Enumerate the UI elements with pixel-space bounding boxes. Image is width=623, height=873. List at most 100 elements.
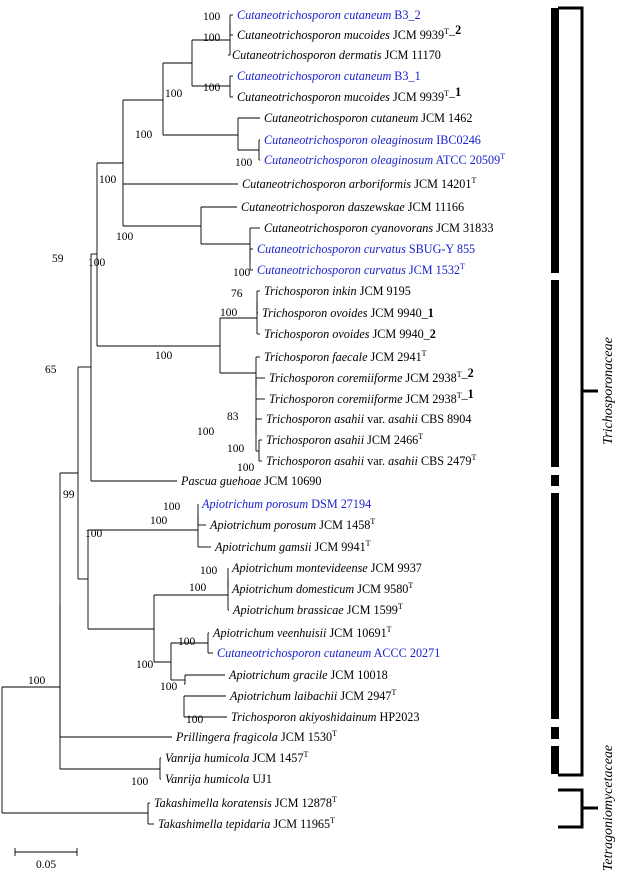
taxon-label: Cutaneotrichosporon curvatus SBUG-Y 855 (257, 242, 475, 256)
taxon-label-part: JCM 1599 (344, 603, 398, 617)
taxon-label-part: Cutaneotrichosporon cutaneum (237, 69, 391, 83)
taxon-label-part: Apiotrichum gracile (228, 668, 328, 682)
bootstrap-value: 100 (235, 157, 253, 169)
taxon-label-part: Apiotrichum brassicae (232, 603, 344, 617)
taxon-label: Cutaneotrichosporon mucoides JCM 9939T_2 (237, 23, 461, 42)
taxon-label-part: Trichosporon asahii (266, 433, 365, 447)
taxon-label: Cutaneotrichosporon cyanovorans JCM 3183… (264, 221, 493, 235)
taxon-label-part: T (457, 370, 462, 379)
taxon-label-part: JCM 10691 (326, 626, 386, 640)
taxon-label-part: Cutaneotrichosporon dermatis (232, 48, 382, 62)
taxon-label-part: HP2023 (376, 710, 419, 724)
bootstrap-value: 100 (203, 11, 221, 23)
taxon-label-part: Apiotrichum domesticum (231, 582, 354, 596)
tree-branches (1, 14, 265, 825)
taxon-label-part: JCM 10690 (261, 474, 321, 488)
taxon-label: Trichosporon ovoides JCM 9940_2 (264, 327, 436, 341)
bootstrap-value: 76 (231, 288, 243, 300)
tetragoniomycetaceae-bracket (558, 788, 598, 829)
taxon-label-part: T (332, 795, 337, 804)
bootstrap-value: 100 (165, 88, 183, 100)
taxon-label-part: Apiotrichum veenhuisii (212, 626, 327, 640)
taxon-label-part: Cutaneotrichosporon cutaneum (264, 111, 418, 125)
taxon-label-part: JCM 31833 (433, 221, 493, 235)
taxon-label-part: JCM 9941 (311, 540, 365, 554)
taxon-label-part: _ (448, 85, 456, 99)
bootstrap-value: 100 (136, 659, 154, 671)
taxon-label-part: _ (461, 387, 469, 401)
trichosporonaceae-bracket (558, 6, 598, 777)
taxon-label-part: Apiotrichum laibachii (229, 689, 338, 703)
taxon-label-part: T (370, 517, 375, 526)
bootstrap-value: 100 (160, 681, 178, 693)
taxon-label: Trichosporon ovoides JCM 9940_1 (262, 306, 434, 320)
taxon-label-part: JCM 9195 (357, 284, 411, 298)
taxon-label: Cutaneotrichosporon arboriformis JCM 142… (242, 176, 476, 191)
taxon-label-part: JCM 9939 (390, 90, 444, 104)
taxon-label-part: IBC0246 (433, 133, 481, 147)
taxon-label: Pascua guehoae JCM 10690 (180, 474, 322, 488)
taxon-label: Takashimella koratensis JCM 12878T (154, 795, 337, 810)
taxon-label-part: DSM 27194 (308, 497, 371, 511)
taxon-label-part: JCM 11170 (382, 48, 441, 62)
taxon-label: Apiotrichum brassicae JCM 1599T (232, 602, 403, 617)
taxon-label-part: JCM 2938 (403, 392, 457, 406)
bootstrap-value: 100 (227, 443, 245, 455)
bootstrap-value: 83 (227, 411, 239, 423)
taxon-label-part: 1 (428, 306, 434, 320)
bootstrap-value: 100 (116, 231, 134, 243)
clade-bars: Trichosporonaceae Tetragoniomycetaceae (551, 6, 616, 871)
taxon-label-part: JCM 14201 (411, 177, 471, 191)
taxon-label-part: Cutaneotrichosporon arboriformis (242, 177, 411, 191)
taxon-label: Trichosporon akiyoshidainum HP2023 (231, 710, 419, 724)
taxon-label: Takashimella tepidaria JCM 11965T (158, 816, 335, 831)
taxon-label-part: UJ1 (249, 772, 272, 786)
taxon-label: Cutaneotrichosporon cutaneum B3_2 (237, 8, 421, 22)
bar-prillingera (551, 727, 559, 739)
taxon-label: Trichosporon inkin JCM 9195 (264, 284, 411, 298)
taxon-label: Trichosporon asahii var. asahii CBS 2479… (266, 453, 476, 468)
taxon-label-part: Cutaneotrichosporon mucoides (237, 90, 390, 104)
taxon-label: Vanrija humicola UJ1 (165, 772, 272, 786)
taxon-label: Apiotrichum laibachii JCM 2947T (229, 688, 397, 703)
taxon-label-part: Cutaneotrichosporon oleaginosum (264, 133, 433, 147)
taxon-label-part: T (330, 816, 335, 825)
taxon-label-part: T (398, 602, 403, 611)
taxon-label-part: T (366, 539, 371, 548)
taxon-label-part: CBS 2479 (418, 454, 472, 468)
taxon-label-part: Trichosporon ovoides (264, 327, 370, 341)
taxon-label: Apiotrichum domesticum JCM 9580T (231, 581, 413, 596)
taxon-label-part: T (387, 625, 392, 634)
tetragoniomycetaceae-label: Tetragoniomycetaceae (601, 745, 616, 871)
taxon-label-part: asahii (388, 454, 418, 468)
taxon-label-part: T (332, 729, 337, 738)
taxon-label-part: ACCC 20271 (371, 646, 440, 660)
taxon-label: Apiotrichum gamsii JCM 9941T (214, 539, 371, 554)
taxon-label-part: Cutaneotrichosporon curvatus (257, 242, 406, 256)
taxon-label-part: Apiotrichum montevideense (231, 561, 368, 575)
taxon-label-part: JCM 11965 (270, 817, 330, 831)
taxon-label-part: var. (364, 454, 388, 468)
taxon-label-part: Trichosporon inkin (264, 284, 357, 298)
bar-apiotrichum (551, 493, 559, 719)
taxon-label-part: JCM 2941 (367, 350, 421, 364)
bootstrap-value: 100 (186, 714, 204, 726)
taxon-label: Trichosporon asahii var. asahii CBS 8904 (266, 412, 471, 426)
taxon-label: Cutaneotrichosporon mucoides JCM 9939T_1 (237, 85, 461, 104)
taxon-label-part: T (460, 262, 465, 271)
taxon-label-part: Cutaneotrichosporon cyanovorans (264, 221, 433, 235)
taxon-label-part: Vanrija humicola (165, 751, 249, 765)
bootstrap-value: 65 (45, 364, 57, 376)
taxon-label-part: Apiotrichum gamsii (214, 540, 312, 554)
taxon-label-part: ATCC 20509 (433, 153, 500, 167)
trichosporonaceae-label: Trichosporonaceae (601, 337, 616, 445)
bootstrap-value: 100 (131, 776, 149, 788)
taxon-label-part: 2 (430, 327, 436, 341)
bootstrap-values: 1001001001001001001001001001005976100100… (28, 11, 255, 788)
taxon-label: Cutaneotrichosporon cutaneum ACCC 20271 (217, 646, 440, 660)
taxon-label-part: JCM 1462 (418, 111, 472, 125)
bootstrap-value: 100 (189, 582, 207, 594)
taxon-label-part: T (418, 432, 423, 441)
taxon-label-part: Apiotrichum porosum (209, 518, 316, 532)
